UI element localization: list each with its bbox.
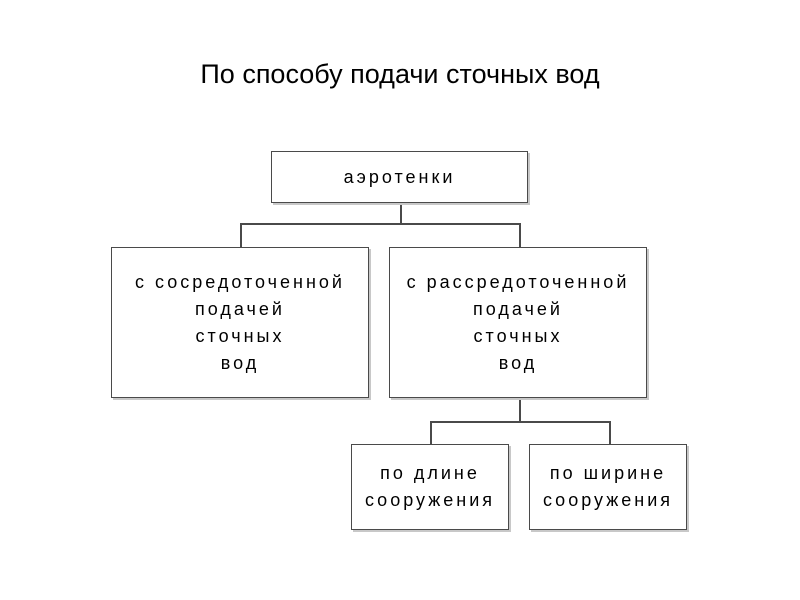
node-line: по ширине	[549, 463, 667, 483]
connector-root-stem	[400, 202, 402, 224]
page-title: По способу подачи сточных вод	[200, 59, 600, 89]
node-line: сооружения	[542, 490, 674, 510]
node-line: сточных	[195, 325, 285, 346]
node-line: сточных	[473, 325, 563, 346]
node-line: подачей	[195, 298, 285, 319]
node-line: по длине	[380, 463, 480, 483]
node-line: с рассредоточенной	[406, 271, 630, 292]
node-line: подачей	[473, 298, 563, 319]
connector-bottom-horizontal	[430, 421, 610, 423]
connector-to-by-width	[609, 421, 611, 445]
connector-to-concentrated	[240, 223, 242, 248]
root-node-label: аэротенки	[343, 166, 456, 187]
connector-to-dispersed	[519, 223, 521, 248]
node-line: вод	[498, 352, 538, 373]
node-line: вод	[220, 352, 260, 373]
connector-dispersed-stem	[519, 398, 521, 422]
by-length-node: по длине сооружения	[351, 444, 509, 530]
dispersed-feed-node: с рассредоточенной подачей сточных вод	[389, 247, 647, 398]
concentrated-feed-node: с сосредоточенной подачей сточных вод	[111, 247, 369, 398]
connector-top-horizontal	[240, 223, 520, 225]
root-node: аэротенки	[271, 151, 528, 203]
node-line: с сосредоточенной	[135, 271, 345, 292]
by-width-node: по ширине сооружения	[529, 444, 687, 530]
node-line: сооружения	[364, 490, 496, 510]
connector-to-by-length	[430, 421, 432, 445]
